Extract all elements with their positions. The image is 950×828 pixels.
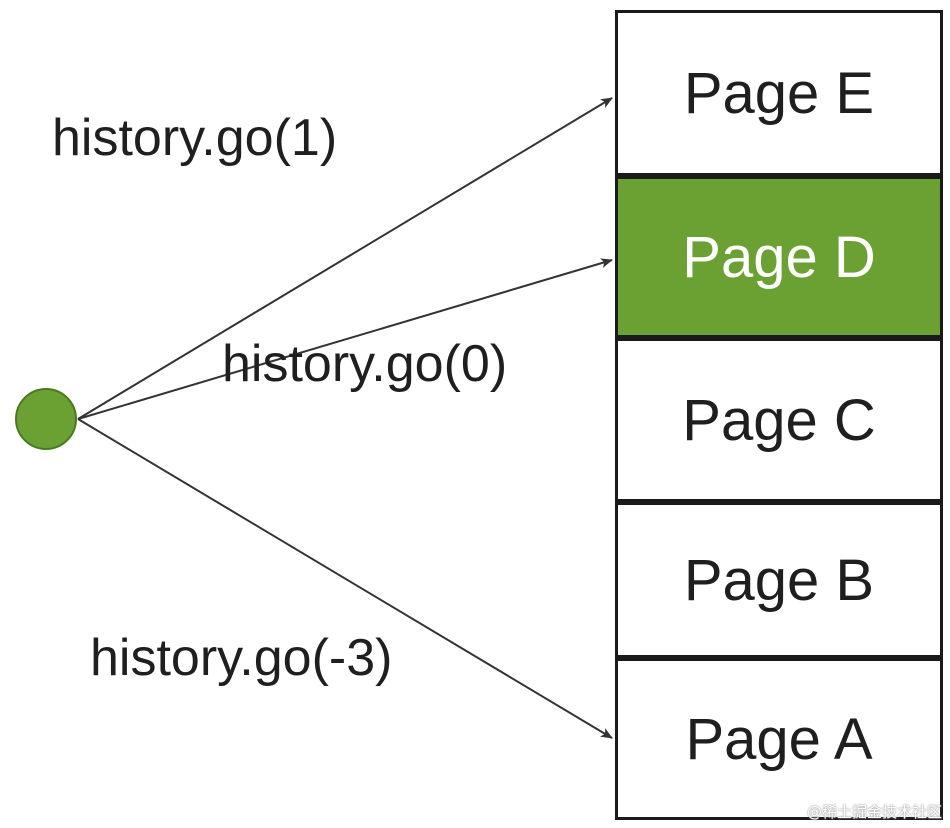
current-position-dot: [15, 388, 77, 450]
call-label-go-0: history.go(0): [222, 335, 508, 393]
watermark: @稀土掘金技术社区: [806, 803, 942, 821]
page-e-box: Page E: [615, 10, 943, 176]
page-a-box: Page A: [615, 658, 943, 820]
page-d-box: Page D: [615, 176, 943, 338]
arrow-to-page-d: [77, 258, 613, 420]
call-label-go-1: history.go(1): [52, 109, 338, 167]
page-c-label: Page C: [682, 387, 876, 453]
arrow-to-page-e: [77, 97, 613, 420]
page-d-label: Page D: [682, 224, 876, 290]
arrow-to-page-a: [77, 418, 613, 739]
page-e-label: Page E: [683, 60, 875, 126]
page-b-box: Page B: [615, 502, 943, 658]
call-label-go-minus-3: history.go(-3): [90, 629, 393, 687]
page-a-label: Page A: [685, 706, 873, 772]
page-c-box: Page C: [615, 338, 943, 502]
page-b-label: Page B: [683, 547, 875, 613]
